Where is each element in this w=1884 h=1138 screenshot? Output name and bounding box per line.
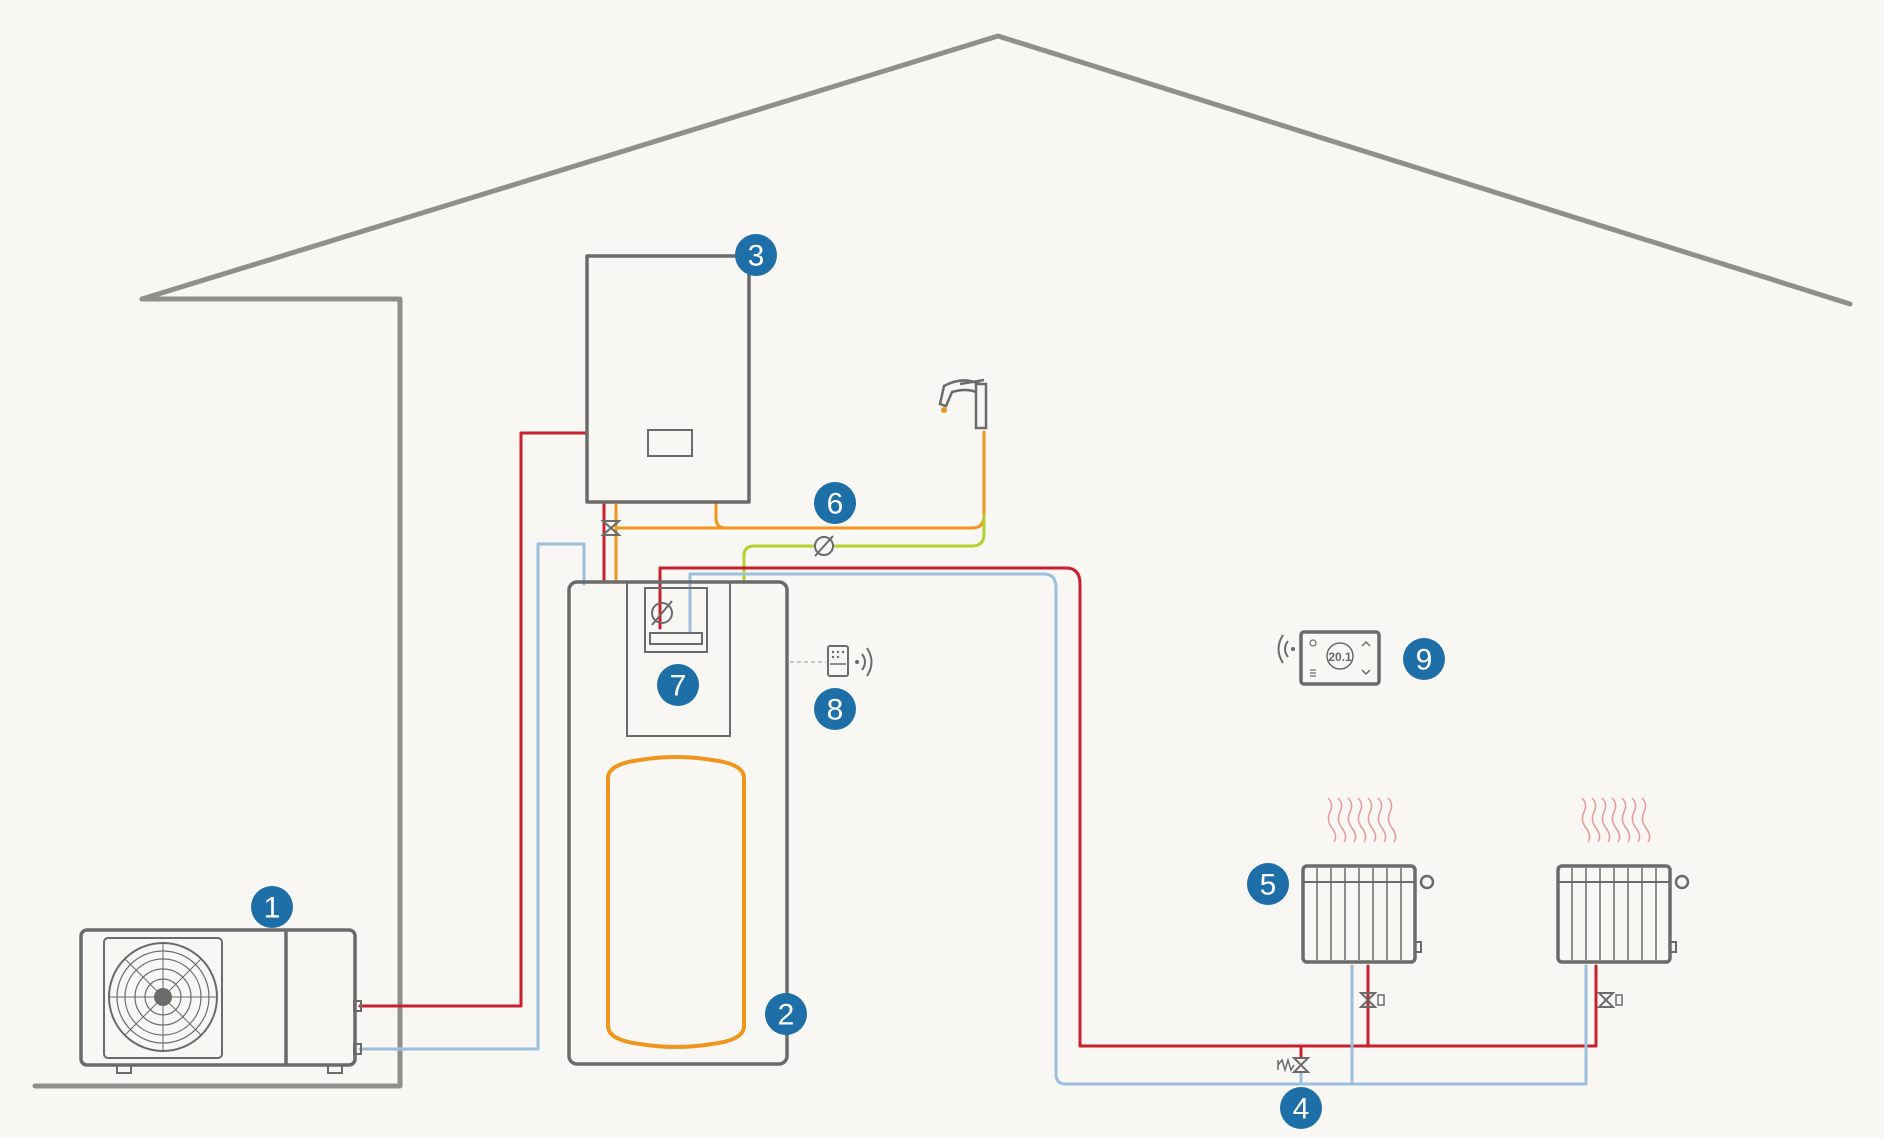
- radiator-heat-waves: [1581, 797, 1651, 843]
- badge-2: 2: [765, 993, 807, 1035]
- outdoor-heat-pump-unit: [79, 928, 362, 1074]
- callout-badges: 1 2 3 4 5 6 7 8: [251, 234, 1445, 1129]
- badge-7: 7: [657, 664, 699, 706]
- badge-5: 5: [1247, 863, 1289, 905]
- badge-3-label: 3: [748, 240, 765, 273]
- radiator-heat-waves: [1327, 797, 1397, 843]
- radiator-valve-icon: [1358, 992, 1385, 1008]
- pipe-flow-outdoor-to-boiler: [358, 431, 589, 1008]
- badge-2-label: 2: [778, 999, 795, 1032]
- badge-4-label: 4: [1293, 1093, 1310, 1126]
- badge-1-label: 1: [264, 892, 281, 925]
- boiler-valve-icon: [600, 520, 622, 536]
- badge-8-label: 8: [827, 694, 844, 727]
- pipe-return-outdoor-to-tank: [358, 542, 586, 1051]
- bypass-valve-icon: [1277, 1057, 1311, 1073]
- house-outline: [32, 33, 1853, 1089]
- badge-6-label: 6: [827, 488, 844, 521]
- pipework: [358, 430, 1598, 1086]
- pipe-domestic-cold-water: [742, 514, 986, 584]
- wireless-signal-icon: [855, 647, 873, 677]
- dhw-pump-icon: [814, 535, 834, 557]
- badge-4: 4: [1280, 1087, 1322, 1129]
- thermostat-signal-icon: [1277, 634, 1295, 664]
- faucet-icon: [938, 378, 988, 430]
- wireless-sensor: [827, 645, 873, 677]
- thermostat-display: 20.1: [1328, 650, 1352, 664]
- radiator-icon: [1556, 797, 1690, 1008]
- badge-3: 3: [735, 234, 777, 276]
- wall-boiler-icon: [585, 254, 751, 504]
- outdoor-unit-fan-icon: [108, 942, 218, 1052]
- badge-8: 8: [814, 688, 856, 730]
- badge-7-label: 7: [670, 670, 687, 703]
- badge-5-label: 5: [1260, 869, 1277, 902]
- badge-9: 9: [1403, 638, 1445, 680]
- pump-icon: [651, 600, 673, 626]
- radiator-icon: [1301, 797, 1435, 1008]
- hot-water-tank-unit: [567, 580, 789, 1066]
- badge-9-label: 9: [1416, 644, 1433, 677]
- thermostat-icon: 20.1: [1277, 630, 1381, 686]
- badge-6: 6: [814, 482, 856, 524]
- pipe-heating-return: [688, 572, 1588, 1086]
- badge-1: 1: [251, 886, 293, 928]
- pipe-heating-flow: [658, 566, 1598, 1048]
- radiator-valve-icon: [1596, 992, 1623, 1008]
